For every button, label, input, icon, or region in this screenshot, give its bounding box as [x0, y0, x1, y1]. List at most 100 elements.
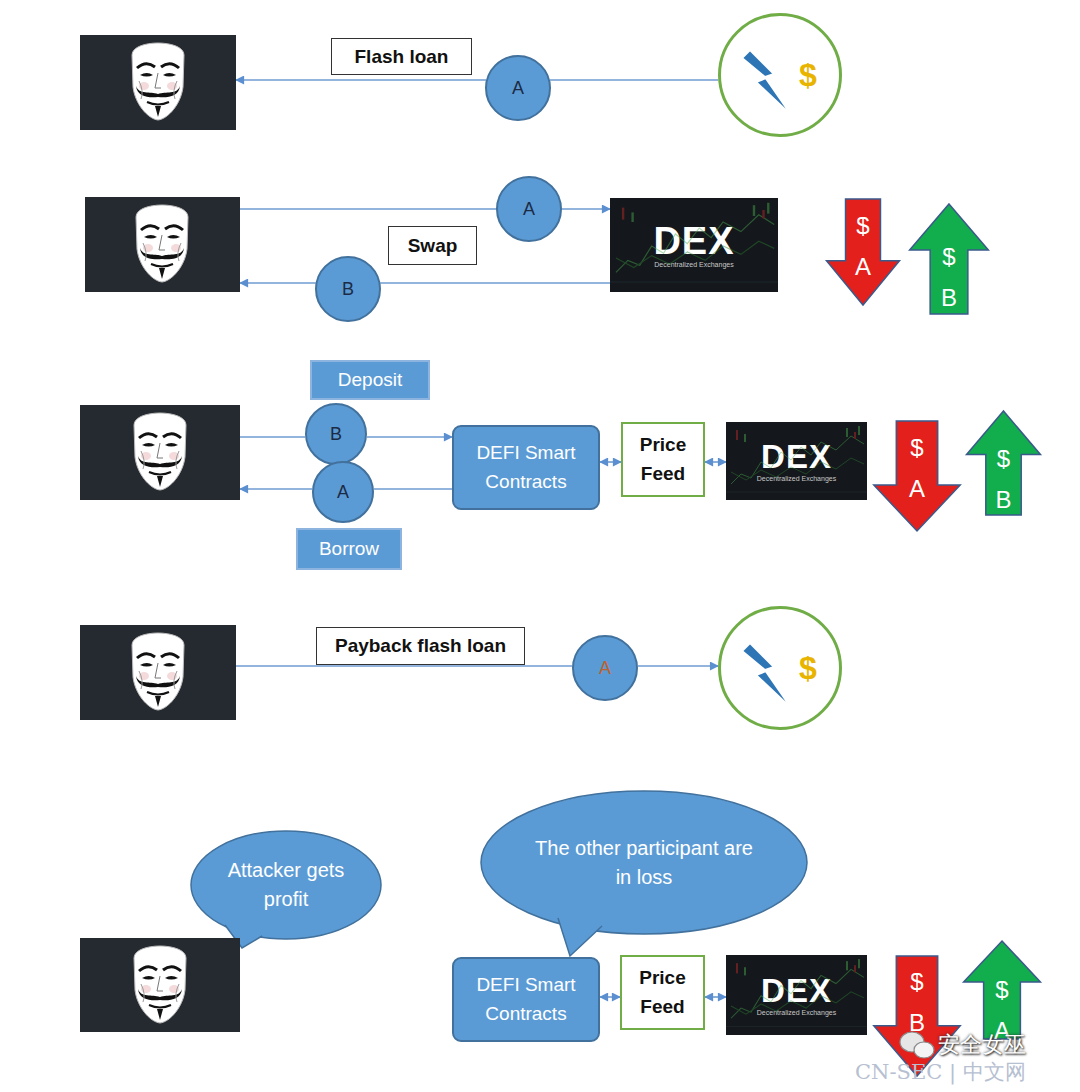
- price-up-arrow: $ A: [962, 940, 1042, 1040]
- dex-title: DEX: [761, 974, 832, 1009]
- defi-contract-box: DEFI Smart Contracts: [452, 425, 600, 510]
- token-letter: B: [342, 279, 354, 300]
- dex-box: DEXDecentralized Exchanges: [610, 198, 778, 292]
- attacker-mask: [132, 633, 184, 710]
- price-label: $ B: [904, 962, 930, 1044]
- bubble-text: The other participant are in loss: [534, 834, 754, 892]
- price-feed-box: Price Feed: [620, 955, 705, 1030]
- dex-subtitle: Decentralized Exchanges: [757, 1009, 836, 1016]
- token-letter: A: [523, 199, 535, 220]
- dex-box: DEXDecentralized Exchanges: [726, 422, 867, 500]
- flow-arrow: [705, 996, 726, 998]
- token-circle: B: [315, 256, 381, 322]
- flow-arrow: [240, 436, 305, 438]
- action-box: Deposit: [310, 360, 430, 400]
- bubble-text: Attacker gets profit: [221, 856, 351, 914]
- bubble-tail: [558, 918, 602, 956]
- attacker-box: [80, 625, 236, 720]
- price-label: $ A: [850, 206, 876, 288]
- token-circle: A: [496, 176, 562, 242]
- chart-backdrop: [610, 203, 778, 282]
- box-label: DEFI Smart Contracts: [460, 971, 592, 1028]
- box-label: Deposit: [338, 369, 402, 391]
- box-label: Borrow: [319, 538, 379, 560]
- lightning-icon: [742, 50, 792, 116]
- bubble-body: [191, 831, 381, 939]
- flow-arrow: [600, 461, 621, 463]
- block-arrow-outline: [827, 199, 900, 305]
- bubble-shape: [480, 790, 808, 935]
- dollar-sign: $: [799, 650, 817, 687]
- token-letter: A: [599, 658, 611, 679]
- box-label: Flash loan: [355, 46, 449, 68]
- watermark-text: 安全女巫: [938, 1030, 1026, 1060]
- flow-arrow: [374, 488, 452, 490]
- box-label: Price Feed: [622, 964, 703, 1021]
- flow-arrow: [705, 461, 726, 463]
- attacker-mask: [132, 43, 184, 120]
- dex-subtitle: Decentralized Exchanges: [757, 475, 836, 482]
- attacker-box: [80, 938, 240, 1032]
- price-label: $ B: [936, 237, 962, 319]
- box-label: Payback flash loan: [335, 635, 506, 657]
- token-letter: A: [512, 78, 524, 99]
- attacker-mask: [136, 205, 188, 282]
- speech-bubble: The other participant are in loss: [480, 790, 808, 935]
- dex-box: DEXDecentralized Exchanges: [726, 955, 867, 1035]
- bubble-shape: [190, 830, 382, 940]
- flow-arrow: [367, 436, 452, 438]
- block-arrow-outline: [874, 421, 960, 531]
- action-box: Borrow: [296, 528, 402, 570]
- attacker-box: [80, 405, 240, 500]
- flash-loan-pool: $: [718, 13, 842, 137]
- flow-arrow: [236, 665, 572, 667]
- defi-contract-box: DEFI Smart Contracts: [452, 957, 600, 1042]
- bubble-body: [481, 791, 807, 934]
- price-label: $ A: [904, 428, 930, 510]
- flow-arrow: [236, 79, 486, 81]
- flow-arrow: [600, 996, 620, 998]
- step-label-box: Payback flash loan: [316, 627, 525, 665]
- flow-arrow: [638, 665, 718, 667]
- step-label-box: Swap: [388, 226, 477, 265]
- token-circle: A: [485, 55, 551, 121]
- flow-arrow: [380, 282, 610, 284]
- dex-title: DEX: [653, 222, 734, 262]
- token-circle: A: [572, 635, 638, 701]
- dex-subtitle: Decentralized Exchanges: [654, 261, 733, 268]
- step-label-box: Flash loan: [331, 38, 472, 75]
- attacker-mask: [134, 413, 186, 490]
- price-up-arrow: $ B: [965, 410, 1042, 516]
- price-up-arrow: $ B: [908, 203, 990, 315]
- dollar-sign: $: [799, 57, 817, 94]
- block-arrow-outline: [874, 956, 960, 1076]
- token-circle: B: [305, 403, 367, 465]
- price-down-arrow: $ A: [825, 198, 901, 306]
- flow-arrow: [562, 208, 610, 210]
- flow-arrow: [240, 488, 312, 490]
- token-letter: A: [337, 482, 349, 503]
- price-down-arrow: $ A: [872, 420, 962, 532]
- attacker-box: [80, 35, 236, 130]
- flow-arrow: [240, 282, 316, 284]
- watermark-text: CN-SEC | 中文网: [855, 1058, 1026, 1086]
- box-label: Swap: [408, 235, 458, 257]
- attacker-mask: [134, 946, 186, 1023]
- dex-title: DEX: [761, 440, 832, 475]
- flow-arrow: [240, 208, 496, 210]
- flash-loan-pool: $: [718, 606, 842, 730]
- flow-arrow: [550, 79, 718, 81]
- speech-bubble: Attacker gets profit: [190, 830, 382, 940]
- price-label: $ B: [990, 439, 1016, 521]
- token-letter: B: [330, 424, 342, 445]
- chart-backdrop: [726, 959, 867, 1026]
- bubble-tail-outline: [558, 918, 602, 956]
- chart-backdrop: [726, 426, 867, 492]
- wechat-icon: [900, 1032, 934, 1058]
- token-circle: A: [312, 461, 374, 523]
